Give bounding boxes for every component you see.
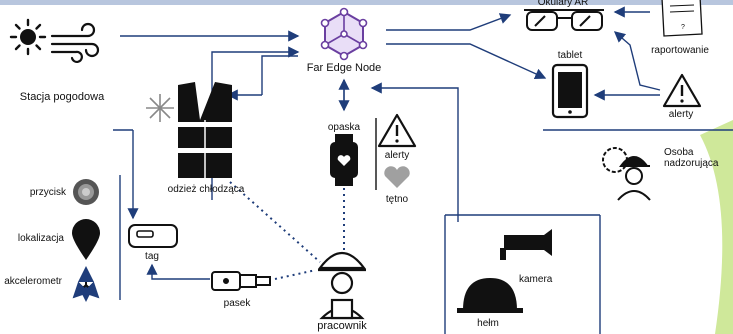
accelerometer-label: akcelerometr: [4, 276, 62, 287]
location-label: lokalizacja: [17, 233, 64, 244]
camera-icon: [500, 229, 552, 260]
report-icon: [661, 0, 703, 37]
supervisor-label: Osoba nadzorująca: [664, 147, 719, 169]
alerts-to-ar-arrow: [613, 31, 661, 91]
top-strip: [0, 0, 733, 5]
smartwatch-icon: [330, 134, 358, 186]
button-label: przycisk: [29, 187, 66, 198]
belt-to-tag-arrow: [146, 263, 210, 280]
reporting-label: raportowanie: [651, 45, 709, 56]
camera-label: kamera: [519, 274, 553, 285]
heart-rate-label: tętno: [385, 194, 409, 205]
cooling-clothes-label: odzież chłodząca: [167, 184, 245, 195]
connections: [113, 6, 733, 334]
hub-to-tablet-arrow: [386, 43, 547, 80]
ar-glasses-icon: [524, 9, 604, 31]
alerts-band-label: alerty: [384, 150, 410, 161]
worker-links: [229, 181, 345, 280]
clothes-worker-link: [229, 181, 321, 263]
tablet-label: tablet: [557, 50, 583, 61]
belt-icon: [211, 271, 271, 291]
accelerometer-icon: [72, 266, 100, 302]
snowflake-icon: [146, 94, 174, 122]
report-question-mark: ?: [681, 24, 685, 31]
wind-icon: [50, 22, 100, 63]
weather-label: Stacja pogodowa: [19, 91, 105, 103]
tag-label: tag: [145, 251, 159, 262]
alerts-right-label: alerty: [668, 109, 694, 120]
camera-to-hub-arrow: [370, 82, 459, 222]
hub-to-ar-arrow: [386, 13, 512, 31]
belt-label: pasek: [223, 298, 251, 309]
helmet-label: hełm: [477, 318, 499, 329]
tag-icon: [128, 224, 178, 248]
hub-label: Far Edge Node: [306, 62, 382, 74]
supervisor-icon: [602, 147, 651, 201]
hub-icon: [320, 7, 368, 61]
location-pin-icon: [72, 219, 100, 260]
worker-icon: [317, 252, 367, 320]
heart-icon: [384, 166, 410, 188]
tablet-icon: [551, 63, 589, 119]
hub-to-clothes-line: [261, 55, 298, 95]
belt-worker-link: [274, 269, 317, 280]
green-decoration: [700, 120, 733, 334]
ar-glasses-label: Okulary AR: [537, 0, 589, 8]
worker-label: pracownik: [317, 320, 367, 332]
band-warning-icon: [377, 113, 417, 148]
button-icon: [73, 179, 99, 205]
wristband-label: opaska: [327, 122, 361, 133]
warning-icon: [662, 73, 702, 108]
helmet-icon: [457, 278, 523, 313]
vest-icon: [178, 82, 232, 178]
sun-icon: [9, 18, 47, 56]
